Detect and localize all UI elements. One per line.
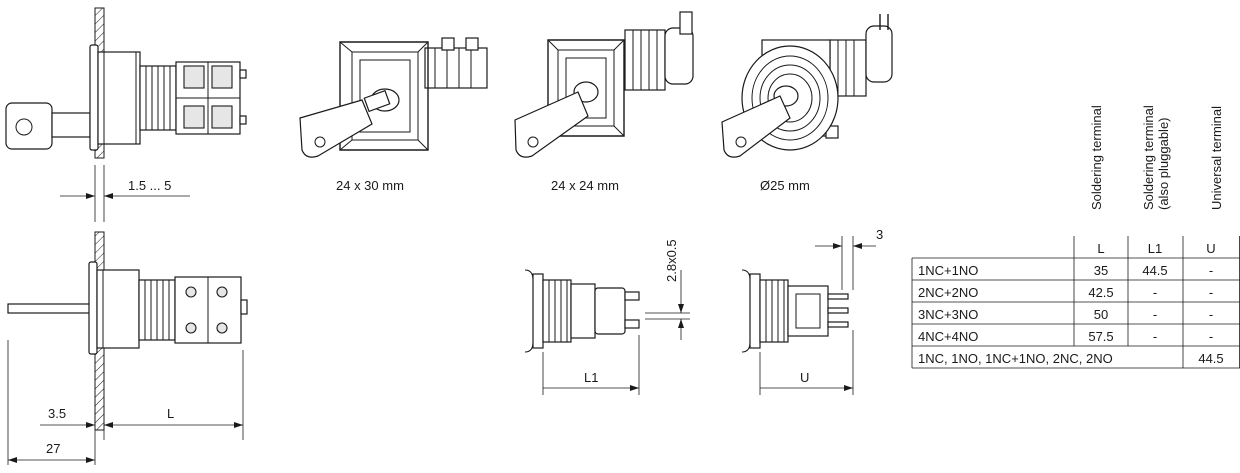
svg-text:1NC, 1NO, 1NC+1NO, 2NC, 2NO: 1NC, 1NO, 1NC+1NO, 2NC, 2NO: [918, 351, 1113, 366]
svg-text:4NC+4NO: 4NC+4NO: [918, 329, 978, 344]
svg-text:44.5: 44.5: [1198, 351, 1223, 366]
side-view-dimensioned: 3.5 L 27: [7, 231, 248, 465]
col-header-pluggable-note: (also pluggable): [1156, 117, 1171, 210]
svg-text:50: 50: [1094, 307, 1108, 322]
table-row: 2NC+2NO 42.5 - -: [918, 285, 1213, 300]
variant-24x30: 24 x 30 mm: [299, 37, 488, 193]
bezel-front: [89, 44, 99, 151]
col-header-soldering: Soldering terminal: [1089, 105, 1104, 210]
table-row: 1NC+1NO 35 44.5 -: [918, 263, 1213, 278]
terminal-view-l1: 2.8x0.5 L1: [524, 239, 690, 395]
dim-terminal-pitch: 2.8x0.5: [664, 239, 679, 282]
col-header-pluggable: Soldering terminal: [1141, 105, 1156, 210]
key-hole: [15, 118, 33, 136]
svg-text:-: -: [1209, 285, 1213, 300]
table-footer-row: 1NC, 1NO, 1NC+1NO, 2NC, 2NO 44.5: [918, 351, 1224, 366]
variant-round-25: Ø25 mm: [721, 14, 893, 193]
svg-text:1NC+1NO: 1NC+1NO: [918, 263, 978, 278]
col-header-universal: Universal terminal: [1209, 106, 1224, 210]
svg-text:-: -: [1153, 285, 1157, 300]
table-row: 4NC+4NO 57.5 - -: [918, 329, 1213, 344]
svg-text:3NC+3NO: 3NC+3NO: [918, 307, 978, 322]
key-profile: [7, 303, 93, 314]
variant-label-2: 24 x 24 mm: [551, 178, 619, 193]
col-symbol-l: L: [1097, 241, 1104, 256]
dim-terminal-l1: L1: [584, 370, 598, 385]
svg-text:42.5: 42.5: [1088, 285, 1113, 300]
terminal-length-table: Soldering terminal Soldering terminal (a…: [911, 105, 1240, 369]
key-shaft: [51, 112, 91, 138]
svg-text:2NC+2NO: 2NC+2NO: [918, 285, 978, 300]
terminal-view-u: 3 U: [741, 227, 883, 395]
svg-text:57.5: 57.5: [1088, 329, 1113, 344]
dim-terminal-u: U: [800, 370, 809, 385]
svg-text:-: -: [1209, 307, 1213, 322]
col-symbol-u: U: [1206, 241, 1215, 256]
svg-text:-: -: [1209, 329, 1213, 344]
key-bow-icon: [5, 102, 53, 150]
table-row: 3NC+3NO 50 - -: [918, 307, 1213, 322]
side-view-with-key: 1.5 ... 5: [5, 7, 247, 222]
svg-text:-: -: [1153, 329, 1157, 344]
bezel-housing: [97, 51, 141, 145]
col-symbol-l1: L1: [1148, 241, 1162, 256]
dim-bezel-depth: 3.5: [48, 406, 66, 421]
variant-24x24: 24 x 24 mm: [514, 11, 694, 193]
svg-text:35: 35: [1094, 263, 1108, 278]
dim-universal-offset: 3: [876, 227, 883, 242]
svg-text:44.5: 44.5: [1142, 263, 1167, 278]
dim-panel-thickness: 1.5 ... 5: [128, 178, 171, 193]
svg-text:-: -: [1153, 307, 1157, 322]
dim-body-length: L: [167, 406, 174, 421]
variant-label-3: Ø25 mm: [760, 178, 810, 193]
dim-key-length: 27: [46, 441, 60, 456]
variant-label-1: 24 x 30 mm: [336, 178, 404, 193]
svg-text:-: -: [1209, 263, 1213, 278]
